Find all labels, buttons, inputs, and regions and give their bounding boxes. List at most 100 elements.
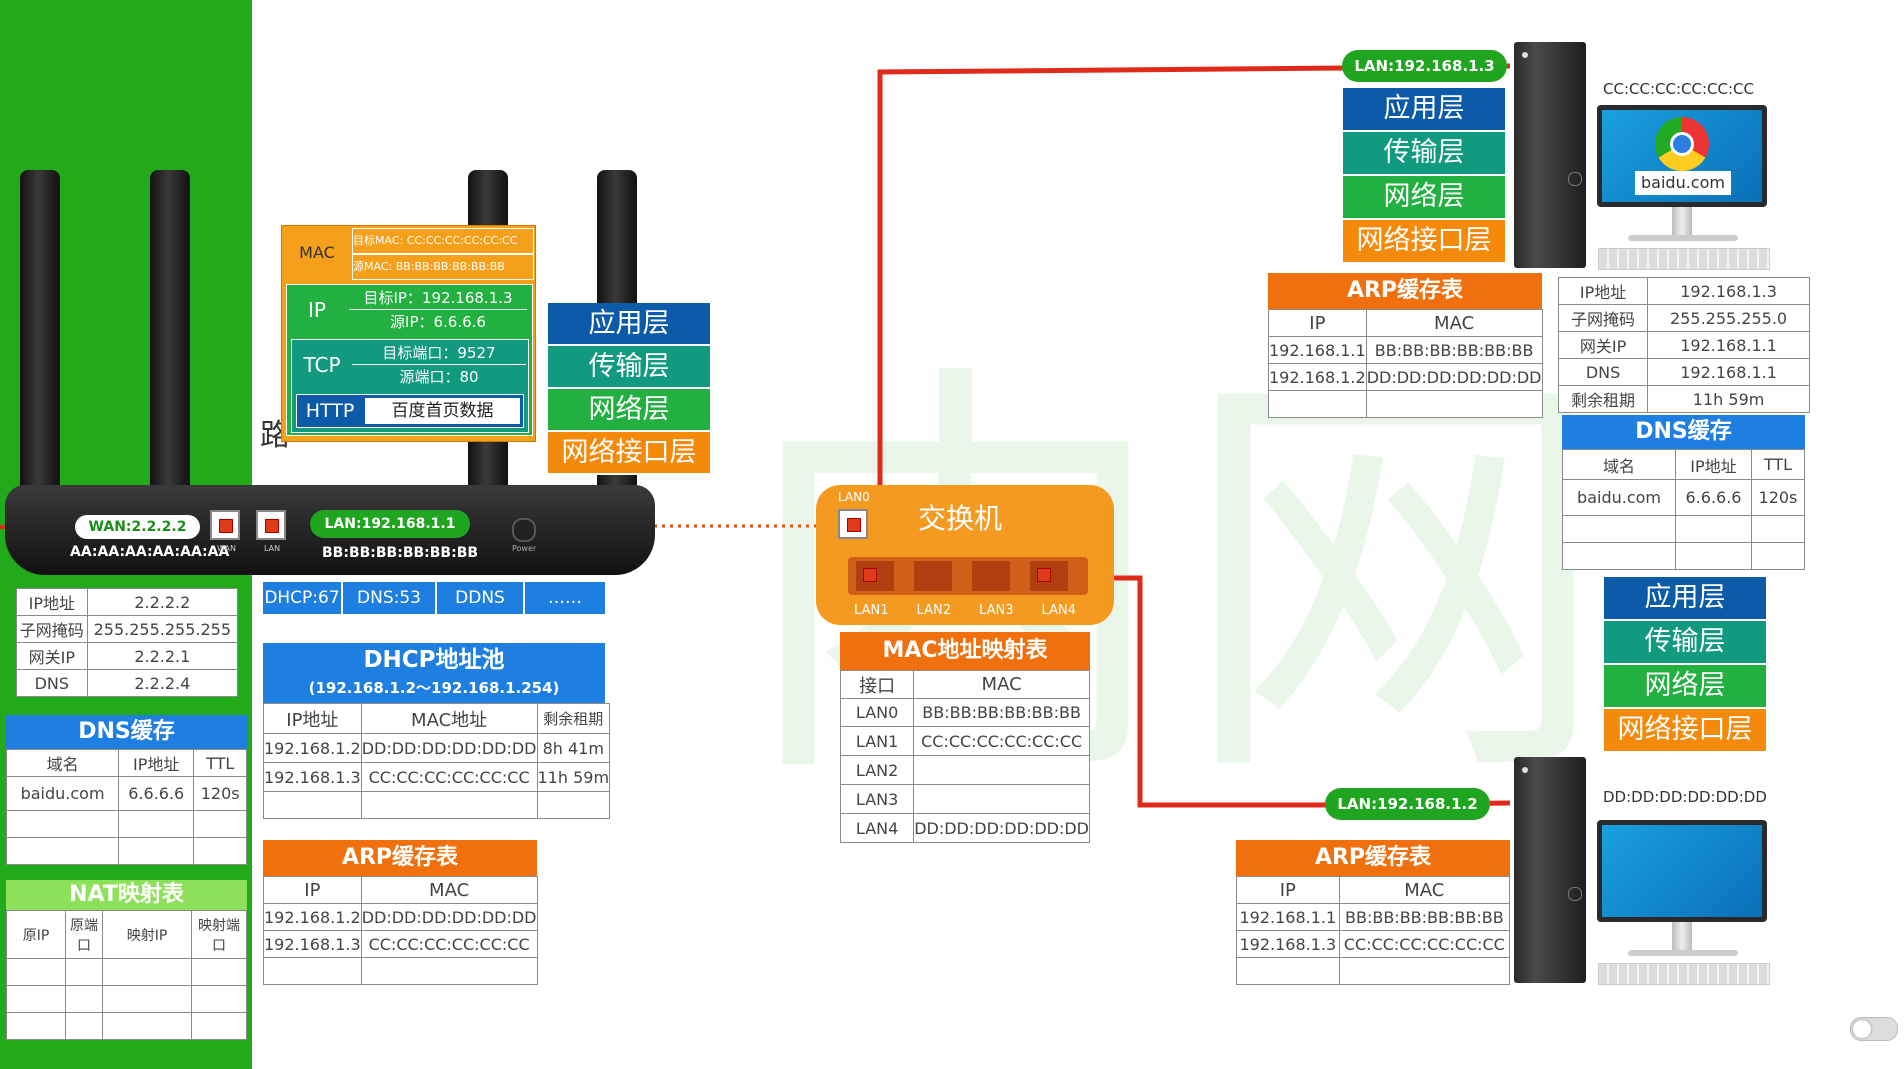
keyboard-icon — [1598, 248, 1770, 270]
layer-network: 网络层 — [548, 389, 710, 432]
packet-ip-frame: IP 目标IP：192.168.1.3 源IP：6.6.6.6 TCP 目标端口… — [286, 284, 533, 436]
layer-network: 网络层 — [1343, 176, 1505, 220]
layer-transport: 传输层 — [1604, 621, 1766, 665]
pc2-arp-title: ARP缓存表 — [1236, 840, 1510, 876]
router-wan-port-label: WAN — [217, 544, 236, 553]
dhcp-range: (192.168.1.2～192.168.1.254) — [308, 679, 560, 697]
layer-network: 网络层 — [1604, 665, 1766, 709]
router-lan-port[interactable] — [256, 510, 286, 540]
pc1-mac: CC:CC:CC:CC:CC:CC — [1603, 80, 1754, 98]
pc1-layer-stack: 应用层 传输层 网络层 网络接口层 — [1343, 88, 1505, 264]
switch-port-label: LAN1 — [854, 603, 889, 618]
wire-switch-to-pc2 — [1050, 575, 1511, 808]
keyboard-icon — [1598, 963, 1770, 985]
service-item: DHCP:67 — [263, 582, 343, 614]
router-layer-stack: 应用层 传输层 网络层 网络接口层 — [548, 303, 710, 475]
router-lan-mac: BB:BB:BB:BB:BB:BB — [322, 545, 479, 561]
switch-port-label: LAN2 — [916, 603, 951, 618]
layer-transport: 传输层 — [548, 346, 710, 389]
router-wan-mac: AA:AA:AA:AA:AA:AA — [70, 544, 230, 560]
router-antenna — [150, 170, 190, 530]
layer-transport: 传输层 — [1343, 132, 1505, 176]
packet-dst-mac: 目标MAC: CC:CC:CC:CC:CC:CC — [352, 228, 534, 254]
layer-link: 网络接口层 — [1604, 709, 1766, 753]
nat-title: NAT映射表 — [6, 880, 247, 910]
service-item: DNS:53 — [343, 582, 437, 614]
pc1-tower-icon — [1514, 42, 1586, 268]
packet-tcp-label: TCP — [303, 353, 341, 377]
router-wan-label: WAN:2.2.2.2 — [75, 515, 200, 539]
service-item: DDNS — [437, 582, 525, 614]
browser-url: baidu.com — [1635, 171, 1731, 195]
layer-application: 应用层 — [1604, 577, 1766, 621]
packet-src-ip: 源IP：6.6.6.6 — [390, 313, 486, 331]
switch-title: 交换机 — [918, 502, 1003, 535]
switch-port-lan2[interactable] — [914, 561, 952, 591]
packet-tcp-frame: TCP 目标端口：9527 源端口：80 HTTP 百度首页数据 — [291, 339, 529, 433]
router-lan-port-label: LAN — [264, 544, 281, 553]
layer-link: 网络接口层 — [1343, 220, 1505, 264]
pc1-arp-title: ARP缓存表 — [1268, 273, 1542, 309]
packet-payload: 百度首页数据 — [365, 398, 520, 424]
router-antenna — [20, 170, 60, 530]
switch-lan0-port[interactable] — [838, 509, 868, 539]
mac-table-title: MAC地址映射表 — [840, 632, 1090, 670]
router-wan-port[interactable] — [210, 510, 240, 540]
packet-dst-ip: 目标IP：192.168.1.3 — [349, 287, 527, 310]
pc2-monitor-base — [1628, 950, 1738, 956]
pc1-monitor-icon: baidu.com — [1597, 105, 1767, 207]
router-dns-title: DNS缓存 — [6, 715, 247, 749]
switch-port-label: LAN3 — [979, 603, 1014, 618]
switch-port-label: LAN4 — [1041, 603, 1076, 618]
pc1-monitor-stand — [1672, 207, 1692, 237]
service-item: …… — [548, 588, 582, 608]
pc2-layer-stack: 应用层 传输层 网络层 网络接口层 — [1604, 577, 1766, 753]
layer-application: 应用层 — [548, 303, 710, 346]
chrome-icon — [1655, 117, 1709, 171]
switch-lan0-label: LAN0 — [838, 490, 870, 504]
pc2-monitor-icon — [1597, 820, 1767, 922]
switch-device: LAN0 交换机 LAN1 LAN2 LAN3 LAN4 — [816, 485, 1114, 625]
pc2-tower-icon — [1514, 757, 1586, 983]
dhcp-title: DHCP地址池 — [363, 647, 505, 673]
layer-link: 网络接口层 — [548, 432, 710, 475]
switch-port-lan4[interactable] — [1030, 561, 1068, 591]
dhcp-pool: DHCP地址池 (192.168.1.2～192.168.1.254) IP地址… — [263, 643, 611, 819]
packet-src-port: 源端口：80 — [399, 368, 479, 386]
packet-src-mac: 源MAC: BB:BB:BB:BB:BB:BB — [352, 254, 534, 280]
toggle-switch[interactable] — [1850, 1017, 1898, 1041]
router-arp-title: ARP缓存表 — [263, 840, 537, 876]
pc2-mac: DD:DD:DD:DD:DD:DD — [1603, 788, 1767, 806]
packet-http-frame: HTTP 百度首页数据 — [296, 394, 524, 428]
pc1-lan-label: LAN:192.168.1.3 — [1342, 50, 1507, 82]
switch-port-lan3[interactable] — [972, 561, 1010, 591]
pc2-monitor-stand — [1672, 922, 1692, 952]
pc1-dns-title: DNS缓存 — [1562, 415, 1805, 449]
packet-dst-port: 目标端口：9527 — [352, 342, 526, 365]
router-power-label: Power — [512, 544, 537, 553]
packet-ip-label: IP — [308, 298, 326, 322]
power-icon — [512, 518, 536, 542]
packet-http-label: HTTP — [305, 400, 355, 422]
packet: MAC 目标MAC: CC:CC:CC:CC:CC:CC 源MAC: BB:BB… — [281, 225, 536, 442]
switch-port-lan1[interactable] — [856, 561, 894, 591]
packet-mac-label: MAC — [299, 243, 335, 262]
pc2-lan-label: LAN:192.168.1.2 — [1325, 788, 1490, 820]
router-services-bar: DHCP:67 DNS:53 DDNS …… — [263, 582, 605, 614]
